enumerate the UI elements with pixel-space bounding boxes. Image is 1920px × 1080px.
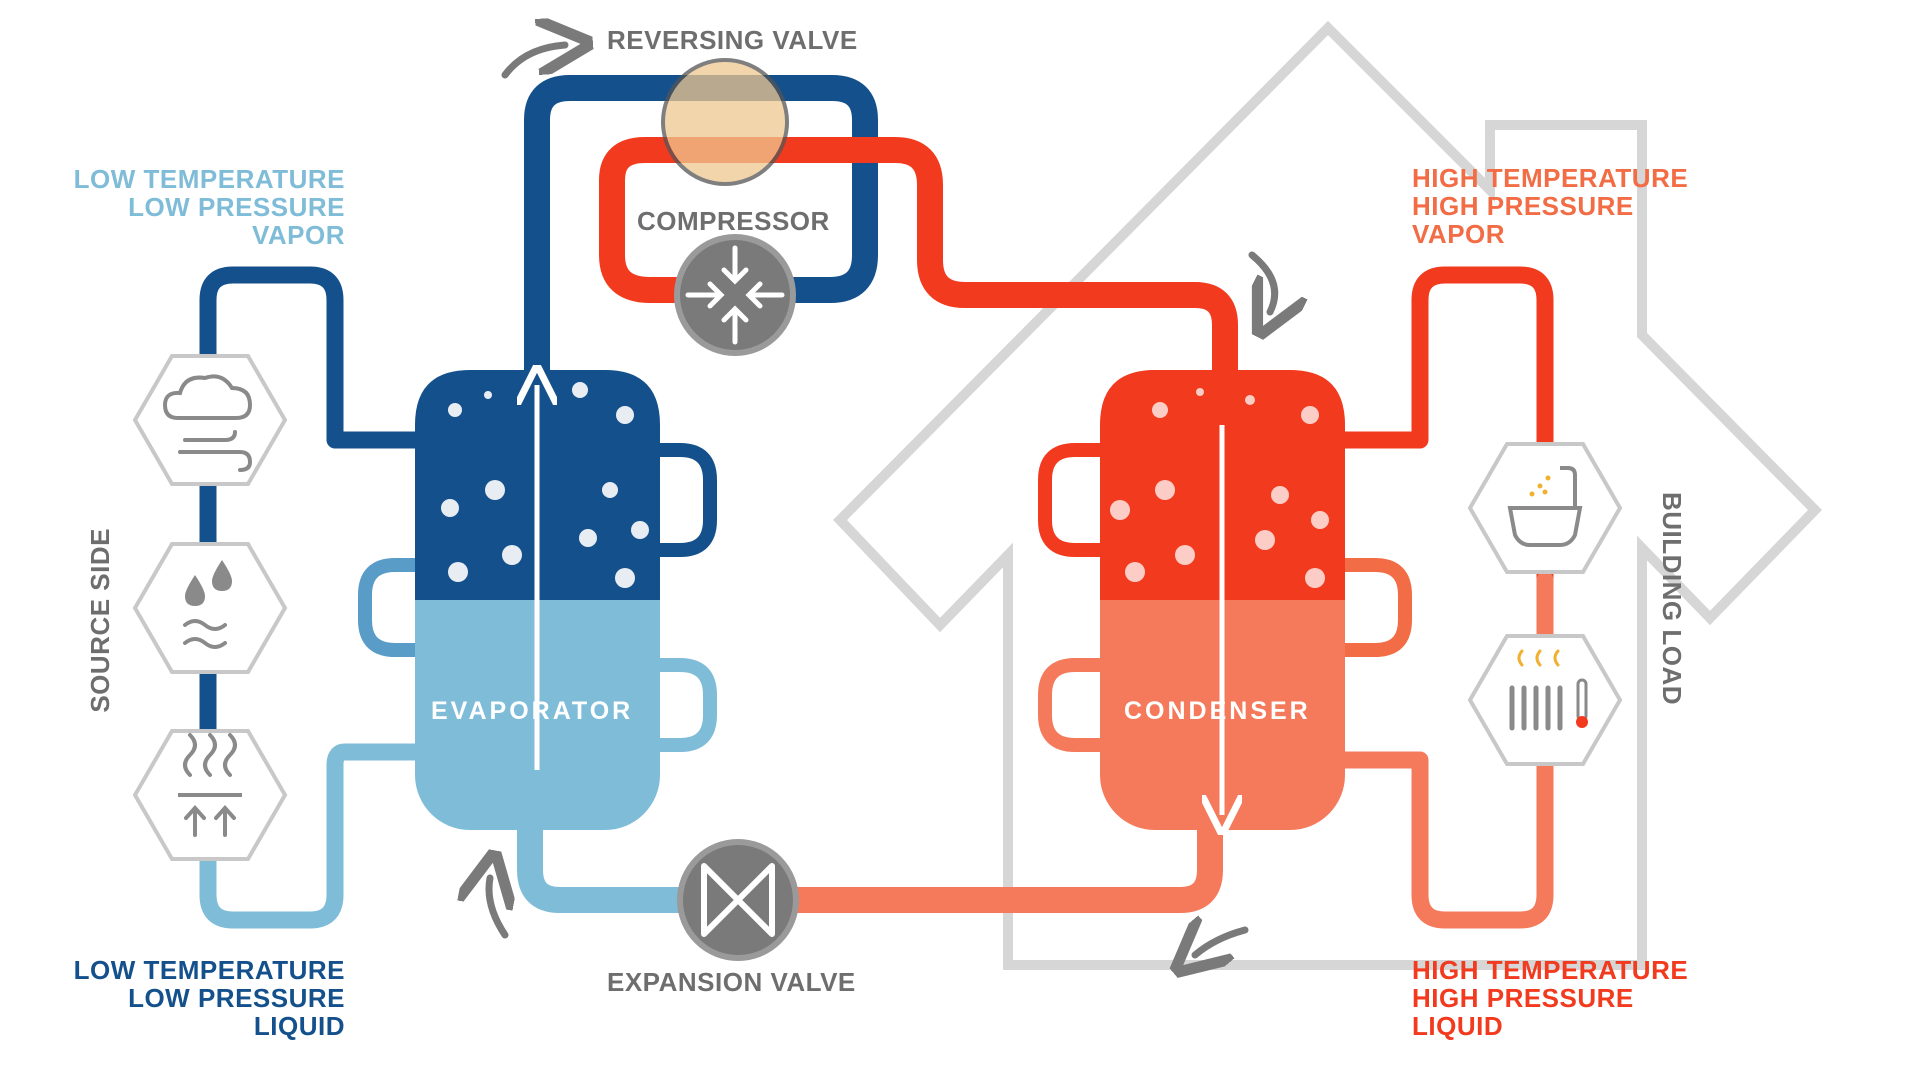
high-temp-liquid-label: HIGH TEMPERATURE HIGH PRESSURE LIQUID (1412, 955, 1689, 1042)
condenser-label: CONDENSER (1124, 697, 1311, 725)
compressor-icon (674, 234, 796, 356)
low-temp-vapor-label: LOW TEMPERATURE LOW PRESSURE VAPOR (73, 164, 345, 251)
evaporator-tank (415, 370, 660, 830)
expansion-valve-icon (677, 839, 799, 961)
condenser-tank (1100, 370, 1345, 830)
evaporator-label: EVAPORATOR (431, 697, 634, 725)
flow-arrows (489, 45, 1275, 955)
reversing-valve-label: REVERSING VALVE (607, 25, 858, 55)
source-loop (199, 266, 424, 929)
house-outline (833, 20, 1823, 970)
refrigerant-pipes (517, 75, 1238, 913)
building-load-label: BUILDING LOAD (1657, 492, 1688, 706)
evaporator-coils (358, 443, 717, 752)
reversing-valve-highlight (661, 58, 789, 186)
water-icon (132, 542, 288, 674)
source-side-label: SOURCE SIDE (85, 528, 115, 713)
radiator-heating-icon (1467, 634, 1623, 766)
compressor-label: COMPRESSOR (637, 206, 830, 236)
high-temp-vapor-label: HIGH TEMPERATURE HIGH PRESSURE VAPOR (1412, 163, 1689, 250)
expansion-valve-label: EXPANSION VALVE (607, 967, 856, 997)
ground-heat-icon (132, 729, 288, 861)
condenser-coils (1038, 443, 1412, 752)
bathtub-shower-icon (1467, 442, 1623, 574)
load-loop (1336, 266, 1554, 929)
weather-wind-icon (132, 354, 288, 486)
low-temp-liquid-label: LOW TEMPERATURE LOW PRESSURE LIQUID (73, 955, 345, 1042)
